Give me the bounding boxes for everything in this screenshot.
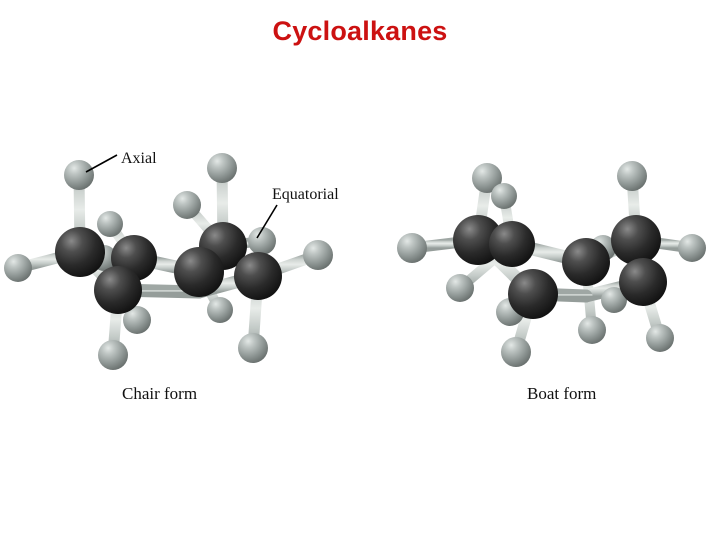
page-title: Cycloalkanes (272, 16, 448, 46)
chair-form-caption: Chair form (122, 384, 198, 403)
axial-label: Axial (121, 150, 157, 167)
boat-carbon-atoms (453, 215, 667, 319)
boat-hydrogen-atoms (397, 161, 706, 367)
chair-carbon-atoms (55, 222, 282, 314)
chair-hydrogen-atoms (4, 153, 333, 370)
boat-form-caption: Boat form (527, 384, 597, 403)
equatorial-label: Equatorial (272, 186, 339, 203)
